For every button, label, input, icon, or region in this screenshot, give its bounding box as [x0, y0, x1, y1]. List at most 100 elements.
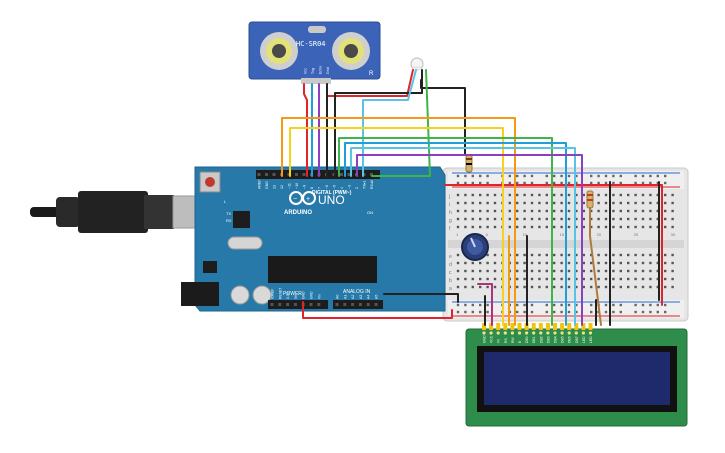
breadboard-hole [471, 225, 474, 229]
rail-hole [612, 181, 615, 185]
wire-brown [589, 207, 602, 326]
breadboard-hole [553, 193, 556, 197]
column-number: 30 [671, 232, 676, 237]
rail-hole [464, 174, 467, 178]
power-pin-hole [278, 303, 282, 306]
breadboard-hole [612, 209, 615, 213]
rail-hole [530, 303, 534, 307]
lcd-pin-pad [510, 331, 514, 335]
breadboard-hole [567, 253, 571, 257]
wire-black [420, 79, 466, 156]
rail-hole [479, 174, 482, 178]
breadboard-hole [538, 261, 541, 265]
wire-yellow [289, 127, 504, 326]
breadboard-hole [553, 277, 556, 281]
lcd-pin-pad [581, 331, 586, 335]
breadboard-hole [471, 209, 474, 213]
arduino-brand: ARDUINO [284, 210, 312, 216]
analog-label: ANALOG IN [343, 289, 371, 295]
breadboard-hole [641, 217, 645, 221]
breadboard-hole [538, 193, 541, 197]
breadboard-hole [486, 217, 489, 221]
breadboard-hole [627, 201, 630, 205]
lcd-pin-pad [553, 331, 557, 335]
wire-red [444, 184, 663, 306]
breadboard-hole [604, 225, 608, 229]
breadboard-hole [516, 209, 519, 213]
breadboard-hole [486, 269, 489, 273]
breadboard-hole [656, 209, 659, 213]
rail-hole [486, 310, 489, 314]
breadboard-hole [508, 225, 511, 229]
breadboard-hole [530, 193, 534, 197]
breadboard-hole [604, 201, 608, 205]
breadboard-hole [567, 225, 571, 229]
breadboard-hole [523, 269, 526, 273]
breadboard-hole [567, 269, 571, 273]
lcd-pin-pad [567, 331, 571, 335]
rail-hole [464, 303, 467, 307]
rail-hole [634, 303, 637, 307]
breadboard-hole [656, 193, 659, 197]
breadboard-hole [649, 269, 652, 273]
breadboard-hole [590, 217, 593, 221]
breadboard-hole [508, 217, 511, 221]
breadboard-hole [575, 209, 578, 213]
rail-hole [612, 174, 615, 178]
rail-hole [508, 181, 511, 185]
sensor-corner-mark: R [369, 71, 374, 77]
breadboard-hole [627, 261, 630, 265]
breadboard-hole [619, 225, 622, 229]
breadboard-hole [590, 269, 593, 273]
breadboard-hole [590, 277, 593, 281]
sensor-pin-label: Echo [319, 66, 323, 74]
lcd-pin [553, 323, 557, 330]
breadboard-hole [619, 261, 622, 265]
digital-pin-label: AREF [258, 179, 262, 189]
rail-hole [545, 303, 548, 307]
breadboard-hole [656, 285, 659, 289]
breadboard-hole [671, 201, 674, 205]
row-label-g: g [449, 218, 452, 224]
rail-hole [634, 181, 637, 185]
rail-hole [590, 310, 593, 314]
analog-pin-label: A1 [343, 295, 347, 299]
rail-hole [456, 174, 460, 178]
rail-hole [612, 303, 615, 307]
lcd-pin [524, 323, 529, 330]
digital-pin-label: 13 [273, 185, 277, 189]
potentiometer-knob-icon[interactable] [461, 233, 489, 261]
breadboard-hole [530, 261, 534, 265]
breadboard-hole [575, 253, 578, 257]
breadboard-row-labels: j i h g f e d c b a [448, 194, 452, 292]
breadboard-hole [671, 193, 674, 197]
reset-button-icon[interactable] [199, 171, 221, 193]
breadboard-hole [545, 201, 548, 205]
lcd-pin-label: DB7 [575, 336, 579, 343]
breadboard-hole [582, 269, 585, 273]
digital-pin-hole [347, 173, 351, 176]
breadboard-hole [493, 277, 497, 281]
rail-hole [567, 310, 571, 314]
breadboard-hole [545, 269, 548, 273]
sensor-transducer-right [332, 32, 370, 70]
rail-hole [575, 310, 578, 314]
breadboard-hole [619, 209, 622, 213]
lcd-pin [545, 323, 550, 330]
breadboard-hole [523, 193, 526, 197]
breadboard-hole [567, 209, 571, 213]
breadboard-hole [553, 217, 556, 221]
breadboard-hole [545, 253, 548, 257]
breadboard-hole [641, 225, 645, 229]
rail-hole [619, 174, 622, 178]
on-label: ON [367, 210, 373, 215]
usb-cable-icon [30, 191, 204, 233]
lcd-pin-pad [525, 331, 529, 335]
breadboard-hole [619, 277, 622, 281]
row-label-a: a [449, 286, 452, 292]
breadboard-hole [575, 269, 578, 273]
breadboard-hole [553, 285, 556, 289]
lcd-pin-pad [517, 331, 522, 335]
breadboard-hole [479, 277, 482, 281]
